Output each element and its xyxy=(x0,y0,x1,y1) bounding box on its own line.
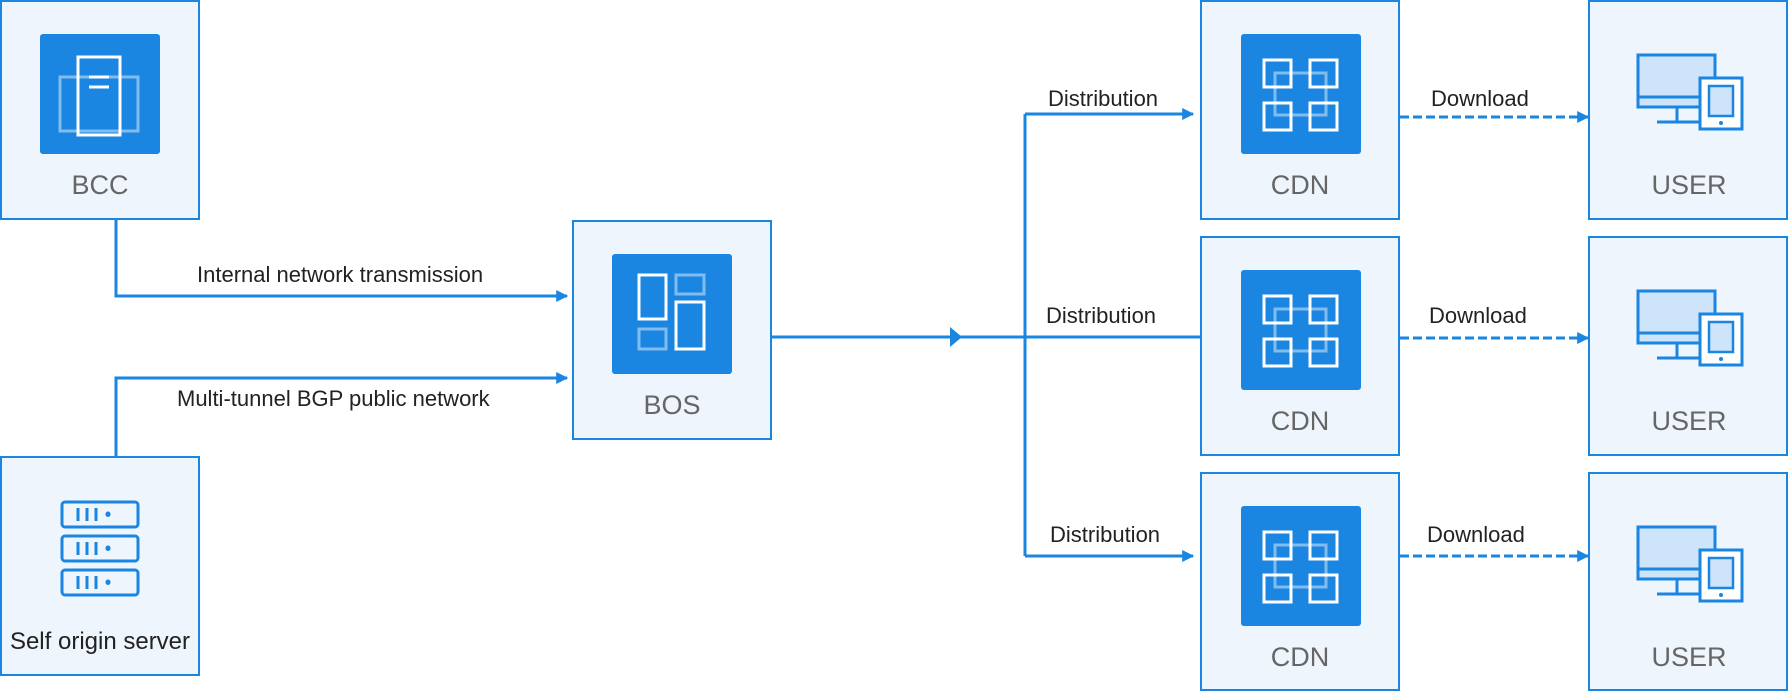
connectors xyxy=(114,108,1590,562)
bcc-node: BCC xyxy=(0,0,200,220)
monitor-tablet-icon xyxy=(1636,53,1744,131)
monitor-tablet-icon xyxy=(1636,525,1744,603)
origin-to-bos-arrow xyxy=(114,372,569,457)
bcc-label: BCC xyxy=(71,170,128,200)
edge-labels: Internal network transmission Multi-tunn… xyxy=(177,86,1529,547)
download-label-2: Download xyxy=(1429,303,1527,328)
self-origin-node: Self origin server xyxy=(0,456,200,676)
cdn-node-1: CDN xyxy=(1200,0,1400,220)
self-origin-box xyxy=(0,456,200,676)
user-label: USER xyxy=(1651,406,1726,436)
distribution-label-1: Distribution xyxy=(1048,86,1158,111)
cdn-grid-icon xyxy=(1262,294,1339,368)
cdn-label: CDN xyxy=(1271,406,1330,436)
cdn-icon-tile xyxy=(1241,506,1361,626)
cdn-label: CDN xyxy=(1271,170,1330,200)
cdn-grid-icon xyxy=(1262,58,1339,132)
user-box xyxy=(1588,472,1788,691)
bgp-network-label: Multi-tunnel BGP public network xyxy=(177,386,491,411)
user-node-3: USER xyxy=(1588,472,1788,691)
internal-network-label: Internal network transmission xyxy=(197,262,483,287)
bos-icon-tile xyxy=(612,254,732,374)
user-label: USER xyxy=(1651,170,1726,200)
cdn-grid-icon xyxy=(1262,530,1339,604)
storage-blocks-icon xyxy=(637,273,706,351)
monitor-tablet-icon xyxy=(1636,289,1744,367)
server-rack-icon xyxy=(60,500,140,597)
bos-label: BOS xyxy=(643,390,700,420)
user-box xyxy=(1588,0,1788,220)
bcc-icon-tile xyxy=(40,34,160,154)
user-node-2: USER xyxy=(1588,236,1788,456)
distribution-label-3: Distribution xyxy=(1050,522,1160,547)
server-tower-icon xyxy=(58,55,140,137)
download-label-3: Download xyxy=(1427,522,1525,547)
bos-output-arrowhead xyxy=(950,327,962,347)
cdn-node-3: CDN xyxy=(1200,472,1400,691)
user-node-1: USER xyxy=(1588,0,1788,220)
bcc-to-bos-arrow xyxy=(114,219,569,302)
cdn-icon-tile xyxy=(1241,34,1361,154)
download-label-1: Download xyxy=(1431,86,1529,111)
user-label: USER xyxy=(1651,642,1726,672)
cdn-label: CDN xyxy=(1271,642,1330,672)
cdn-node-2: CDN xyxy=(1200,236,1400,456)
user-box xyxy=(1588,236,1788,456)
bos-node: BOS xyxy=(572,220,772,440)
self-origin-label: Self origin server xyxy=(10,628,190,655)
distribution-label-2: Distribution xyxy=(1046,303,1156,328)
cdn-icon-tile xyxy=(1241,270,1361,390)
